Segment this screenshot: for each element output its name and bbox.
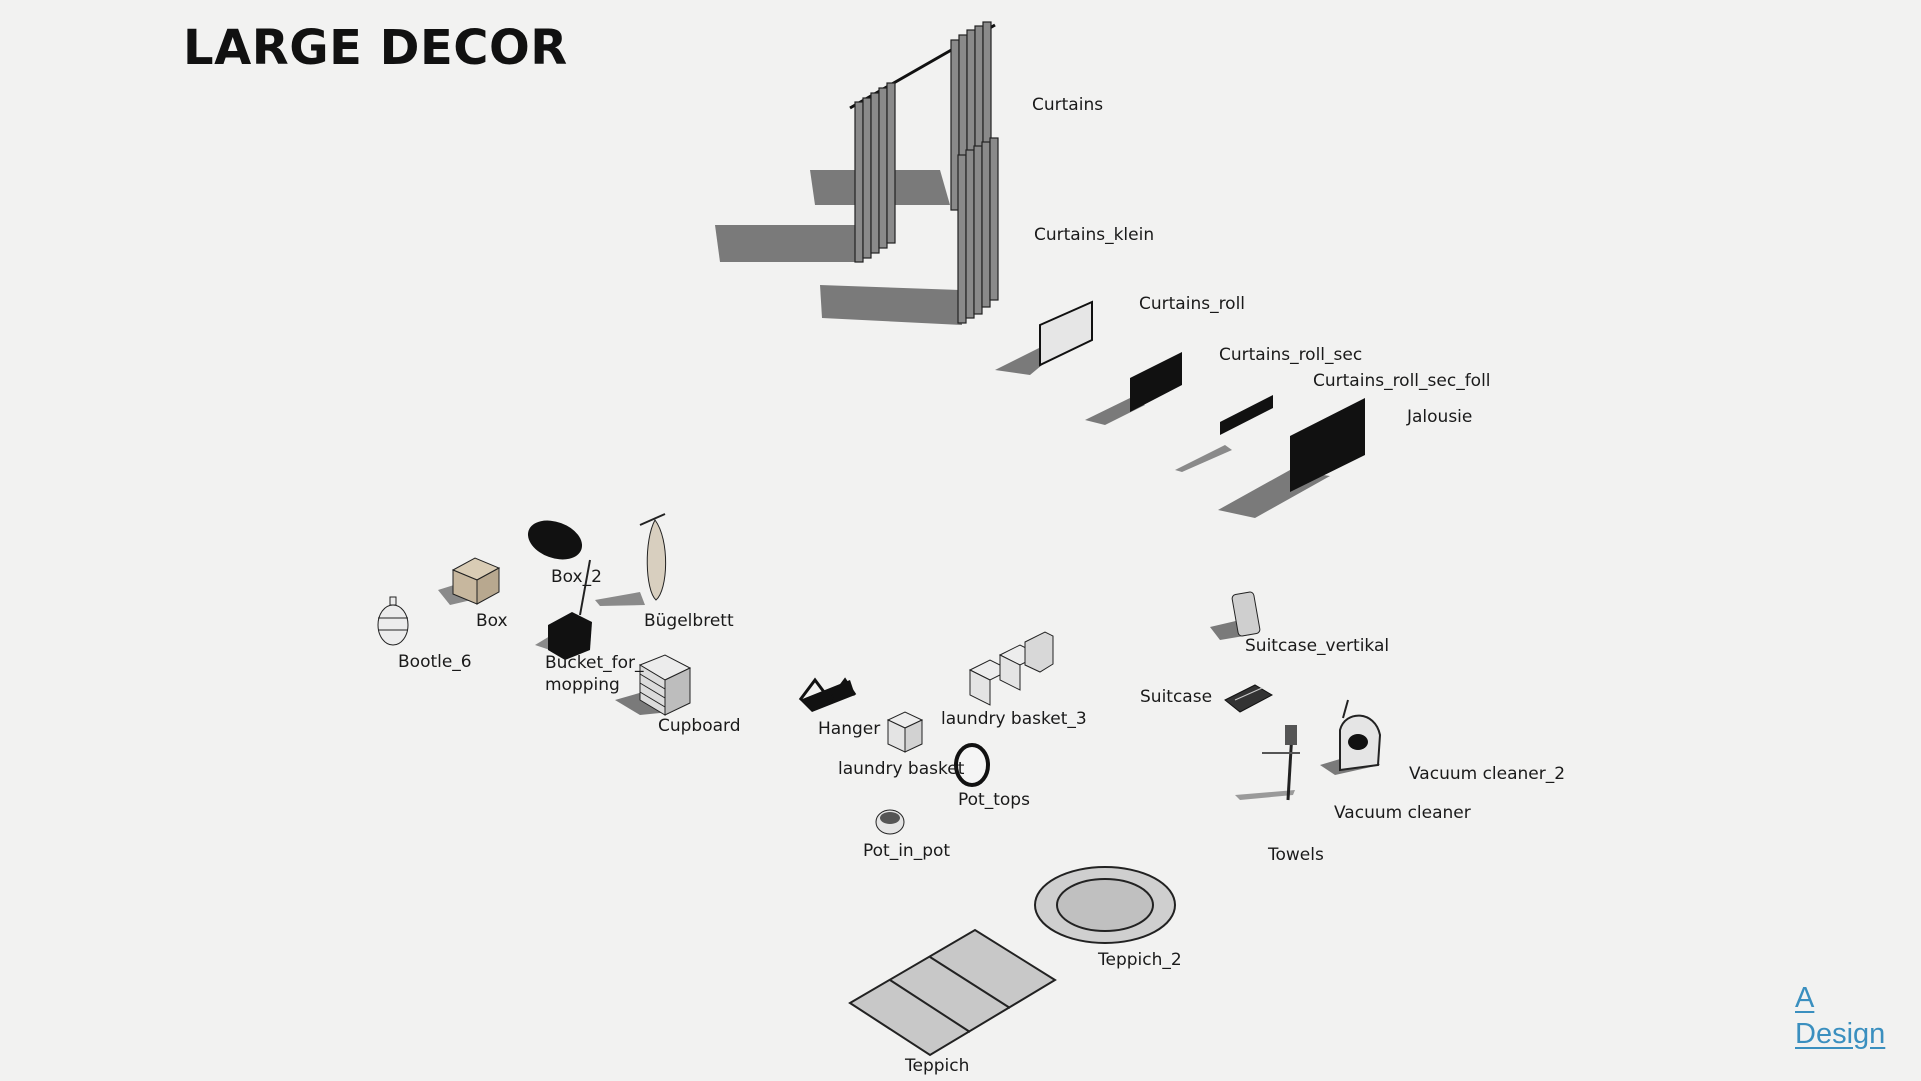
curtains-roll-sec-foll-object[interactable]	[1175, 395, 1273, 472]
curtains-klein-object[interactable]	[820, 137, 999, 325]
page-title: LARGE DECOR	[183, 20, 568, 76]
label-curtains: Curtains	[1032, 95, 1104, 115]
vacuum-cleaner-object[interactable]	[1235, 725, 1300, 801]
teppich-object[interactable]	[848, 928, 1057, 1057]
laundry-basket-object[interactable]	[886, 711, 924, 753]
laundry-basket-3-object[interactable]	[968, 631, 1054, 706]
label-curtains-roll: Curtains_roll	[1139, 294, 1246, 314]
buegelbrett-object[interactable]	[595, 513, 667, 606]
label-towels: Towels	[1268, 845, 1324, 865]
label-cupboard: Cupboard	[658, 716, 741, 736]
curtains-roll-object[interactable]	[995, 300, 1093, 375]
hanger-object[interactable]	[798, 677, 857, 712]
label-pot-tops: Pot_tops	[958, 790, 1030, 810]
bucket-for-mopping-object[interactable]	[535, 559, 592, 660]
label-box: Box	[476, 611, 508, 631]
label-vacuum-cleaner: Vacuum cleaner	[1334, 803, 1471, 823]
label-curtains-klein: Curtains_klein	[1034, 225, 1155, 245]
label-bucket-line1: Bucket_for_	[545, 653, 644, 673]
label-bucket-line2: mopping	[545, 675, 620, 695]
box-object[interactable]	[438, 557, 501, 605]
label-curtains-roll-sec: Curtains_roll_sec	[1219, 345, 1363, 365]
teppich-2-object[interactable]	[1034, 866, 1176, 944]
pot-tops-object[interactable]	[954, 743, 990, 787]
curtains-roll-sec-object[interactable]	[1085, 352, 1182, 425]
label-bootle-6: Bootle_6	[398, 652, 472, 672]
label-hanger: Hanger	[818, 719, 881, 739]
label-laundry-basket: laundry basket	[838, 759, 965, 779]
label-teppich: Teppich	[905, 1056, 970, 1076]
label-teppich-2: Teppich_2	[1098, 950, 1182, 970]
label-vacuum-cleaner-2: Vacuum cleaner_2	[1409, 764, 1566, 784]
cupboard-object[interactable]	[615, 654, 692, 716]
label-buegelbrett: Bügelbrett	[644, 611, 734, 631]
jalousie-object[interactable]	[1218, 398, 1365, 518]
pot-in-pot-object[interactable]	[875, 809, 905, 835]
label-suitcase: Suitcase	[1140, 687, 1213, 707]
vacuum-cleaner-2-object[interactable]	[1320, 699, 1382, 775]
label-curtains-roll-sec-foll: Curtains_roll_sec_foll	[1313, 371, 1491, 391]
logo-line-1: A	[1795, 982, 1815, 1014]
label-box-2: Box_2	[551, 567, 602, 587]
label-jalousie: Jalousie	[1407, 407, 1473, 427]
curtains-object[interactable]	[715, 21, 996, 263]
label-pot-in-pot: Pot_in_pot	[863, 841, 951, 861]
logo-line-2: Design	[1795, 1018, 1886, 1050]
label-laundry-basket-3: laundry basket_3	[941, 709, 1087, 729]
a-design-logo[interactable]: A Design	[1795, 980, 1885, 1052]
suitcase-vertikal-object[interactable]	[1210, 591, 1261, 640]
box-2-object[interactable]	[523, 514, 588, 567]
suitcase-object[interactable]	[1224, 684, 1274, 713]
label-suitcase-vertikal: Suitcase_vertikal	[1245, 636, 1390, 656]
bootle-6-object[interactable]	[377, 596, 409, 646]
